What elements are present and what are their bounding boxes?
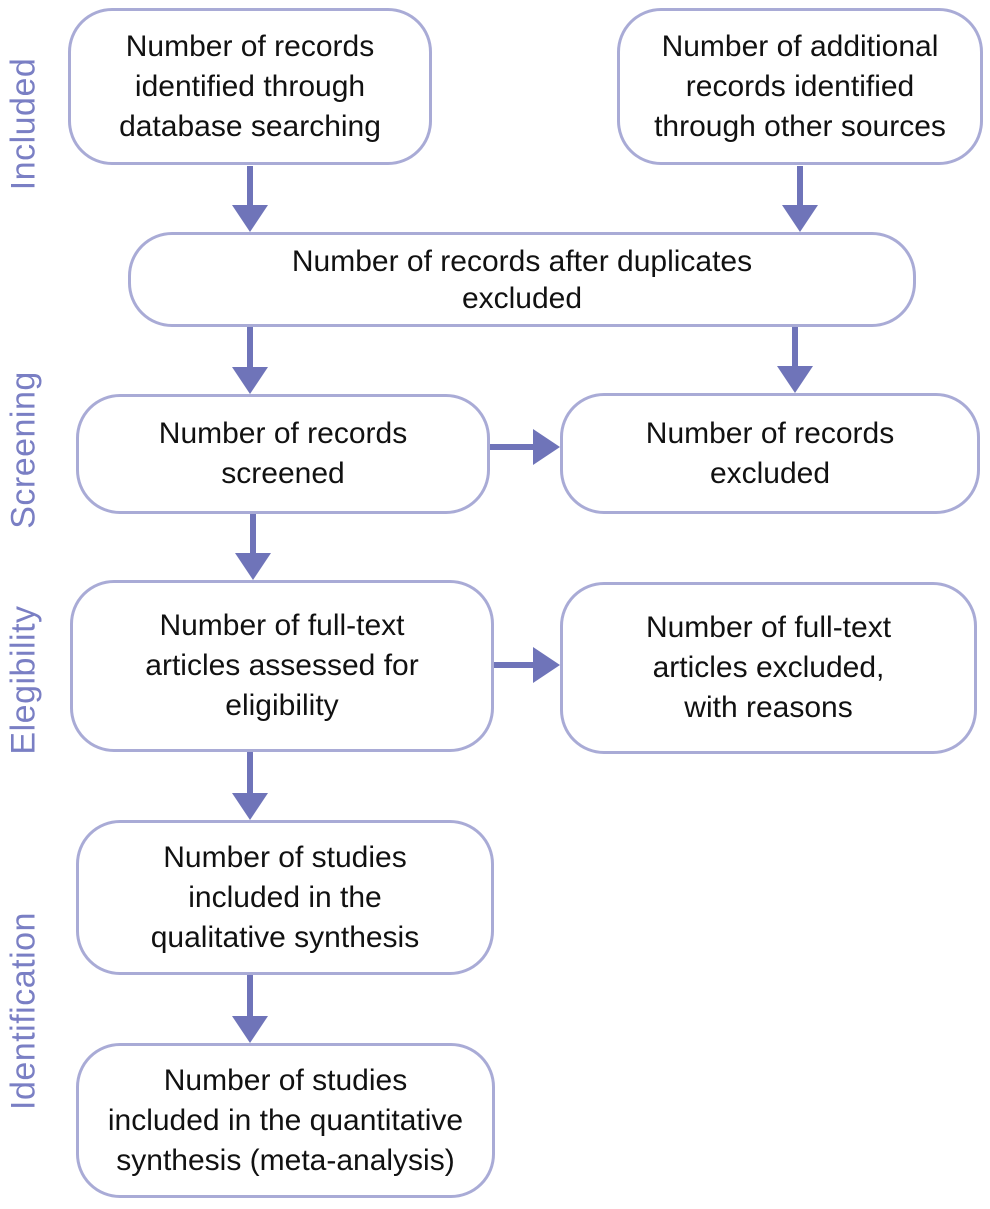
arrow-screened-to-fulltext: [235, 514, 271, 580]
arrow-stem: [792, 327, 798, 369]
arrow-duplicates-to-screened: [232, 327, 268, 394]
arrow-stem: [247, 327, 253, 370]
stage-label-elegibility-text: Elegibility: [4, 605, 43, 755]
flow-box-duplicates-excluded-text: Number of records after duplicates exclu…: [291, 244, 753, 315]
flow-box-database-searching: Number of records identified through dat…: [68, 8, 432, 165]
arrow-stem: [247, 975, 253, 1019]
flow-box-records-excluded-text: Number of records excluded: [645, 416, 895, 490]
flow-box-other-sources-text: Number of additional records identified …: [654, 29, 946, 143]
flow-box-other-sources: Number of additional records identified …: [617, 8, 983, 165]
flow-box-qualitative-synthesis-text: Number of studies included in the qualit…: [150, 840, 420, 954]
flow-box-fulltext-assessed-text: Number of full-text articles assessed fo…: [145, 609, 419, 722]
arrow-stem: [247, 752, 253, 796]
arrow-fulltext-to-qualitative: [232, 752, 268, 820]
arrow-qualitative-to-quantitative: [232, 975, 268, 1043]
arrow-db-to-duplicates: [232, 166, 268, 232]
arrow-head: [533, 647, 560, 683]
arrow-head: [533, 429, 560, 465]
arrow-duplicates-to-excluded: [777, 327, 813, 393]
arrow-fulltext-to-excluded: [494, 647, 560, 683]
flow-box-records-excluded: Number of records excluded: [560, 393, 980, 514]
arrow-stem: [490, 444, 536, 450]
flow-box-fulltext-excluded: Number of full-text articles excluded, w…: [560, 582, 977, 754]
arrow-head: [232, 367, 268, 394]
flow-box-fulltext-assessed: Number of full-text articles assessed fo…: [70, 580, 494, 752]
arrow-stem: [250, 514, 256, 556]
flow-box-qualitative-synthesis: Number of studies included in the qualit…: [76, 820, 494, 975]
arrow-head: [232, 1016, 268, 1043]
flow-box-duplicates-excluded: Number of records after duplicates exclu…: [128, 232, 916, 327]
flow-box-database-searching-text: Number of records identified through dat…: [119, 29, 381, 143]
arrow-other-to-duplicates: [782, 166, 818, 232]
arrow-head: [232, 205, 268, 232]
arrow-head: [235, 553, 271, 580]
stage-label-screening-text: Screening: [4, 371, 43, 529]
arrow-head: [232, 793, 268, 820]
arrow-stem: [797, 166, 803, 208]
arrow-screened-to-excluded: [490, 429, 560, 465]
stage-label-identification-text: Identification: [4, 912, 43, 1110]
flow-box-records-screened: Number of records screened: [76, 394, 490, 514]
stage-label-included-text: Included: [4, 57, 43, 191]
arrow-stem: [247, 166, 253, 208]
flow-box-quantitative-synthesis: Number of studies included in the quanti…: [76, 1043, 495, 1198]
arrow-stem: [494, 662, 536, 668]
flow-box-fulltext-excluded-text: Number of full-text articles excluded, w…: [645, 611, 892, 724]
arrow-head: [777, 366, 813, 393]
flow-box-quantitative-synthesis-text: Number of studies included in the quanti…: [107, 1063, 464, 1177]
flow-box-records-screened-text: Number of records screened: [158, 417, 408, 490]
arrow-head: [782, 205, 818, 232]
